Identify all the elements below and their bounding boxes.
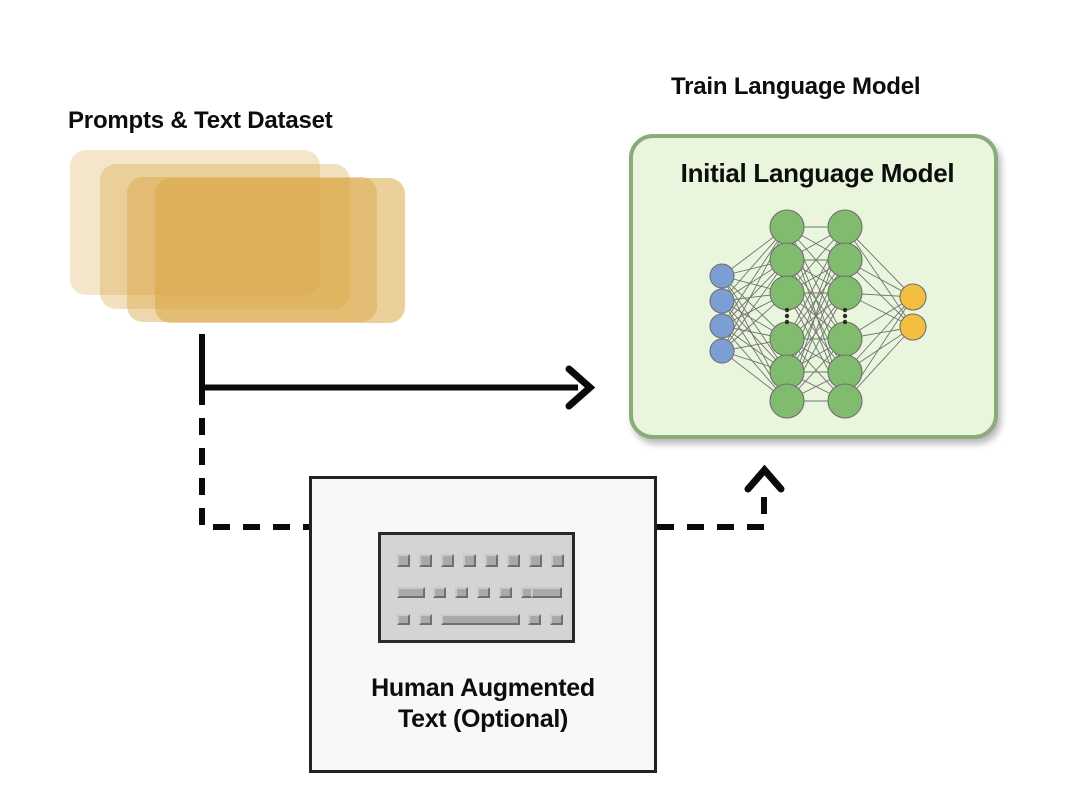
keyboard-key-r2-3: [455, 587, 468, 598]
keyboard-spacebar: [441, 614, 520, 625]
nn-ellipsis-1-dot-3: [784, 319, 790, 325]
nn-node-hidden-2-3: [827, 275, 863, 311]
nn-node-input-1: [709, 263, 735, 289]
nn-node-output-1: [899, 283, 927, 311]
keyboard-key-r1-2: [419, 554, 432, 567]
nn-node-input-3: [709, 313, 735, 339]
nn-node-hidden-1-1: [769, 209, 805, 245]
keyboard-key-r2-7: [531, 587, 562, 598]
nn-node-hidden-1-3: [769, 275, 805, 311]
keyboard-key-r2-2: [433, 587, 446, 598]
human-caption-line-1: Human Augmented: [371, 674, 595, 702]
keyboard-key-r2-1: [397, 587, 425, 598]
nn-node-hidden-2-4: [827, 321, 863, 357]
nn-node-input-4: [709, 338, 735, 364]
dataset-card-4: [155, 178, 405, 323]
nn-node-hidden-2-6: [827, 383, 863, 419]
human-caption-line-2: Text (Optional): [397, 704, 569, 733]
keyboard-key-r1-8: [551, 554, 564, 567]
nn-ellipsis-2-dot-3: [842, 319, 848, 325]
nn-node-hidden-1-6: [769, 383, 805, 419]
initial-language-model-title: Initial Language Model: [680, 158, 955, 188]
nn-node-hidden-2-2: [827, 242, 863, 278]
dataset-to-human-dashed: [199, 388, 309, 530]
nn-node-hidden-2-1: [827, 209, 863, 245]
nn-node-hidden-1-2: [769, 242, 805, 278]
nn-node-output-2: [899, 313, 927, 341]
human-augmented-text-caption: Human Augmented Text (Optional): [309, 673, 657, 734]
keyboard-key-r3-4: [528, 614, 541, 625]
dataset-title: Prompts & Text Dataset: [68, 107, 333, 134]
nn-node-input-2: [709, 288, 735, 314]
keyboard-key-r1-7: [529, 554, 542, 567]
keyboard-key-r3-1: [397, 614, 410, 625]
train-language-model-title: Train Language Model: [671, 73, 921, 100]
initial-language-model-panel: [629, 134, 998, 439]
keyboard-key-r1-5: [485, 554, 498, 567]
keyboard-key-r1-1: [397, 554, 410, 567]
dataset-to-model-arrowhead: [565, 365, 596, 410]
nn-ellipsis-2-dot-1: [842, 307, 848, 313]
keyboard-key-r2-5: [499, 587, 512, 598]
keyboard-key-r1-4: [463, 554, 476, 567]
human-to-model-arrowhead: [744, 464, 785, 493]
nn-ellipsis-1-dot-1: [784, 307, 790, 313]
keyboard-key-r2-4: [477, 587, 490, 598]
keyboard-icon: [378, 532, 575, 643]
keyboard-key-r3-5: [550, 614, 563, 625]
nn-node-hidden-1-4: [769, 321, 805, 357]
keyboard-key-r1-6: [507, 554, 520, 567]
nn-ellipsis-1-dot-2: [784, 313, 790, 319]
neural-network-graphic: [709, 209, 927, 419]
keyboard-key-r3-2: [419, 614, 432, 625]
human-to-model-dashed: [657, 487, 767, 530]
nn-ellipsis-2-dot-2: [842, 313, 848, 319]
keyboard-key-r1-3: [441, 554, 454, 567]
